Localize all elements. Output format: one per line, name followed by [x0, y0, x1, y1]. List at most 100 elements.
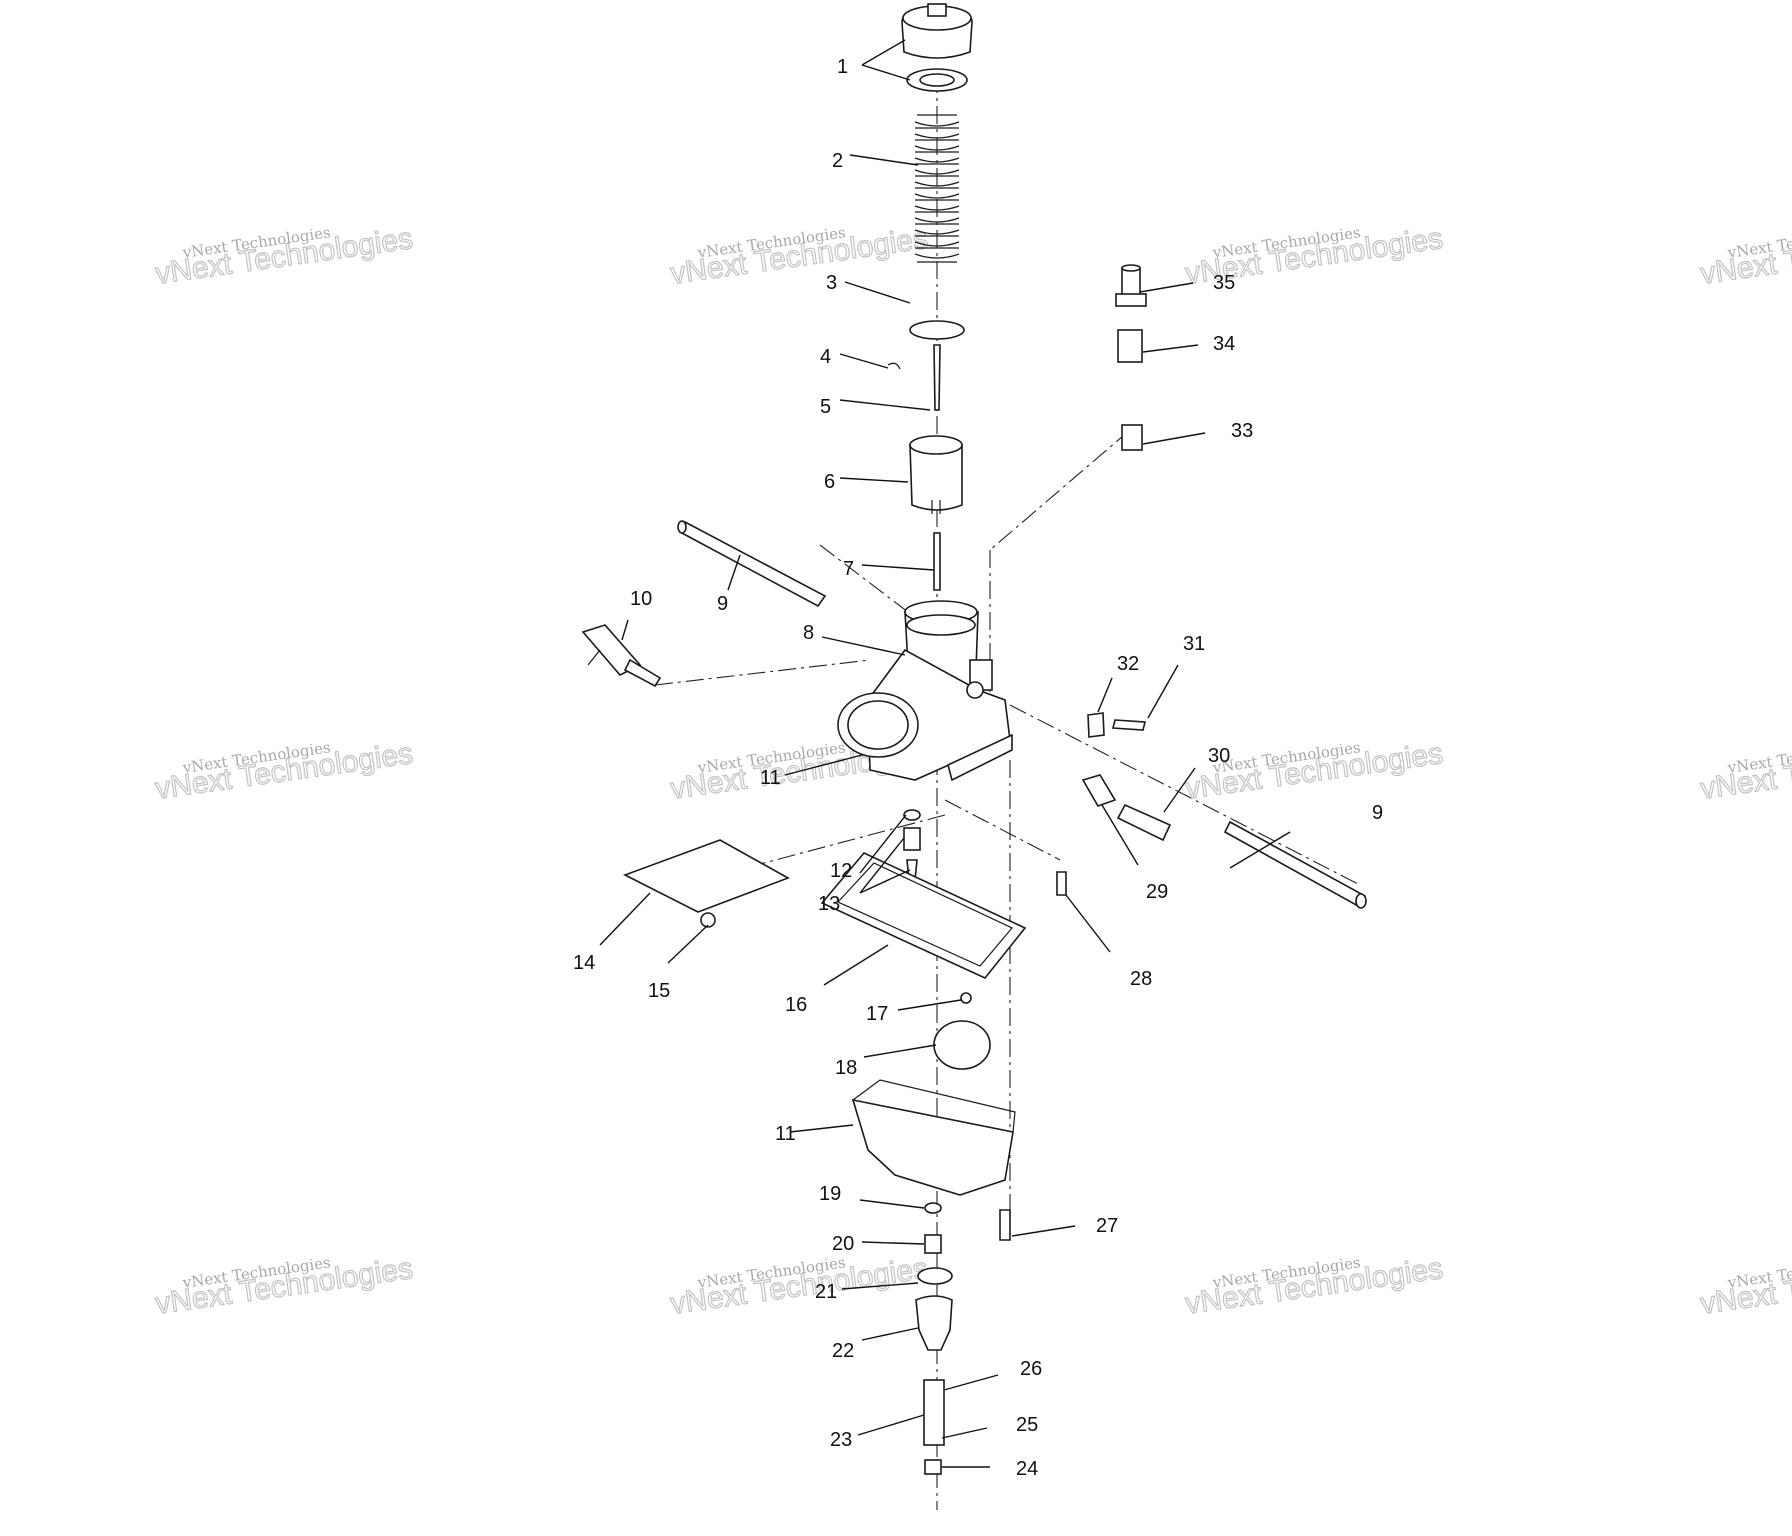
gasket-part [623, 839, 790, 913]
adjuster-spring-part [1117, 329, 1143, 363]
watermark: vNext Technologies vNext Technologies [668, 221, 931, 291]
leader-12 [859, 814, 907, 874]
leader-34 [1142, 344, 1199, 353]
callout-label: 3 [826, 272, 837, 294]
callout-label: 11 [760, 767, 781, 789]
leader-5 [839, 399, 931, 411]
leader-11b [789, 1124, 854, 1133]
callout-label: 16 [785, 994, 807, 1016]
choke-axis-line [654, 659, 871, 686]
leader-29 [1101, 804, 1139, 866]
leader-1 [861, 39, 911, 81]
leader-10 [621, 619, 629, 641]
float-bowl-gasket-part [820, 852, 1027, 979]
leader-2 [849, 154, 919, 166]
callout-label: 12 [830, 860, 852, 882]
leader-15 [667, 924, 709, 964]
leader-lines [599, 39, 1291, 1468]
clip-screw-part [700, 912, 716, 928]
screw-part-28 [1056, 871, 1067, 896]
leader-35 [1139, 282, 1194, 293]
watermark: vNext Technologies vNext Technologies [1698, 221, 1792, 291]
watermark: vNext Technologies vNext Technologies [1698, 1251, 1792, 1321]
leader-4 [839, 353, 889, 369]
carburetor-body-part [837, 600, 1013, 782]
callout-label: 31 [1183, 633, 1205, 655]
callout-label: 18 [835, 1057, 857, 1079]
leader-19 [859, 1199, 925, 1209]
callout-label: 29 [1146, 881, 1168, 903]
watermark: vNext Technologies vNext Technologies [153, 736, 416, 806]
watermark: vNext Technologies vNext Technologies [153, 1251, 416, 1321]
pilot-spring-part [1087, 712, 1105, 738]
callout-label: 21 [815, 1281, 837, 1303]
choke-plunger-part [581, 624, 662, 688]
callout-label: 27 [1096, 1215, 1118, 1237]
needle-seat-part [909, 320, 965, 340]
leader-28 [1065, 894, 1111, 953]
leader-16 [823, 944, 889, 986]
callout-label: 2 [832, 150, 843, 172]
callout-label: 32 [1117, 653, 1139, 675]
callout-label: 8 [803, 622, 814, 644]
callout-label: 1 [837, 56, 848, 78]
cap-part [901, 3, 973, 92]
needle-jet-part [933, 532, 941, 591]
watermark: vNext Technologies vNext Technologies [668, 1251, 931, 1321]
leader-25 [941, 1427, 988, 1439]
callout-label: 5 [820, 396, 831, 418]
leader-13 [859, 837, 911, 894]
leader-9a [727, 554, 741, 591]
leader-20 [861, 1241, 925, 1245]
callout-labels: 1 2 3 4 5 6 7 8 9 9 10 11 11 12 13 14 15… [573, 56, 1383, 1480]
leader-6 [839, 477, 909, 483]
leader-17 [897, 999, 962, 1011]
callout-label: 26 [1020, 1358, 1042, 1380]
callout-label: 28 [1130, 968, 1152, 990]
leader-8 [821, 636, 906, 656]
watermark: vNext Technologies vNext Technologies [1698, 736, 1792, 806]
callout-label: 35 [1213, 272, 1235, 294]
callout-label: 25 [1016, 1414, 1038, 1436]
leader-26 [943, 1374, 999, 1391]
leader-30 [1163, 767, 1196, 813]
leader-23 [857, 1414, 925, 1436]
callout-label: 17 [866, 1003, 888, 1025]
callout-label: 14 [573, 952, 595, 974]
callout-label: 4 [820, 346, 831, 368]
leader-18 [863, 1044, 937, 1058]
leader-22 [861, 1327, 919, 1341]
callout-label: 19 [819, 1183, 841, 1205]
throttle-valve-part [909, 435, 963, 514]
idle-axis-line [989, 429, 1131, 551]
spring-part [914, 114, 960, 263]
jet-needle-part [933, 344, 941, 411]
callout-label: 9 [1372, 802, 1383, 824]
leader-31 [1147, 664, 1179, 719]
leader-27 [1011, 1225, 1076, 1237]
screw-part-27 [999, 1209, 1011, 1241]
leader-21 [841, 1282, 919, 1290]
callout-label: 15 [648, 980, 670, 1002]
callout-label: 20 [832, 1233, 854, 1255]
leader-3 [844, 281, 911, 304]
main-jet-stack-part [915, 1202, 953, 1475]
idle-screw-part [1116, 803, 1172, 842]
callout-label: 13 [818, 893, 840, 915]
float-bowl-part [851, 1079, 1016, 1196]
watermark: vNext Technologies vNext Technologies [153, 221, 416, 291]
callout-label: 33 [1231, 420, 1253, 442]
float-part [933, 1020, 991, 1070]
screw28-axis-line [944, 799, 1061, 861]
callout-label: 10 [630, 588, 652, 610]
jet-part [903, 809, 921, 881]
leader-9b [1229, 831, 1291, 869]
parts [581, 3, 1367, 1475]
tube-part-left [677, 520, 827, 608]
callout-label: 11 [775, 1123, 796, 1145]
adjuster-part [1115, 264, 1147, 307]
callout-label: 23 [830, 1429, 852, 1451]
callout-label: 24 [1016, 1458, 1038, 1480]
leader-14 [599, 892, 651, 946]
